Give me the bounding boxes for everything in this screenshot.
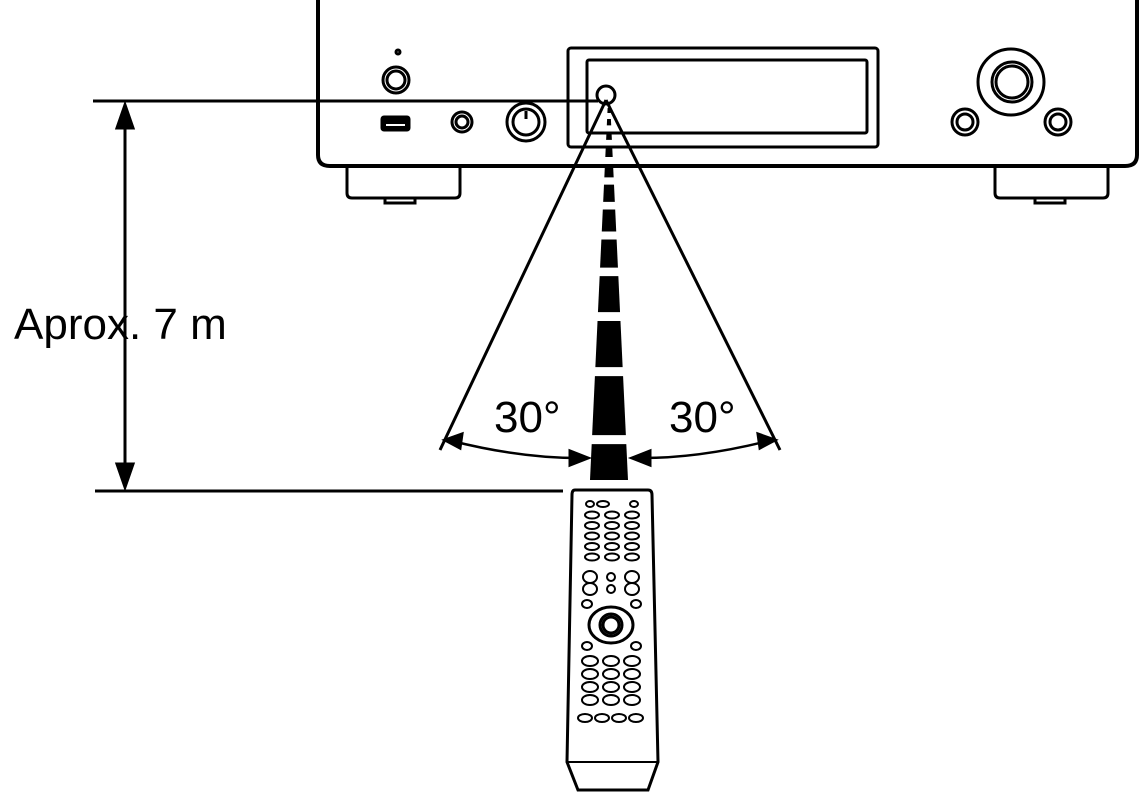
ir-beam-segment bbox=[592, 376, 626, 436]
cone-left-edge bbox=[438, 99, 608, 451]
usb-port bbox=[380, 115, 411, 132]
remote-button bbox=[623, 694, 641, 706]
remote-dpad bbox=[587, 605, 635, 645]
remote-button bbox=[584, 510, 600, 520]
remote-button bbox=[624, 510, 640, 520]
remote-button bbox=[624, 521, 640, 530]
remote-button bbox=[581, 599, 593, 609]
remote-button bbox=[624, 582, 640, 596]
remote-button bbox=[582, 582, 598, 596]
ir-beam-segment bbox=[601, 209, 617, 232]
distance-arrow bbox=[114, 100, 136, 492]
ir-beam-segment bbox=[606, 131, 612, 140]
remote-button bbox=[604, 510, 620, 520]
remote-button bbox=[604, 542, 620, 551]
distance-label: Aprox. 7 m bbox=[14, 300, 227, 349]
remote-button bbox=[596, 500, 610, 508]
volume-knob bbox=[505, 101, 547, 143]
right-foot bbox=[993, 166, 1110, 200]
remote-button bbox=[606, 584, 616, 594]
remote-button bbox=[604, 531, 620, 541]
ir-beam-segment bbox=[590, 444, 628, 480]
remote-button bbox=[602, 681, 620, 693]
cone-right-edge bbox=[604, 99, 782, 451]
remote-button bbox=[584, 521, 600, 530]
indicator-dot bbox=[394, 48, 402, 56]
ir-beam bbox=[590, 108, 628, 480]
remote-button bbox=[624, 552, 640, 562]
player-device bbox=[316, 0, 1139, 205]
remote-button bbox=[611, 713, 627, 723]
remote-button bbox=[604, 521, 620, 530]
remote-button bbox=[624, 542, 640, 551]
remote-button bbox=[602, 694, 620, 706]
display-bezel bbox=[566, 46, 880, 149]
remote-button bbox=[585, 500, 595, 508]
ir-beam-segment bbox=[600, 239, 618, 268]
remote-button bbox=[581, 668, 599, 680]
remote-button bbox=[630, 641, 642, 651]
remote-button bbox=[623, 655, 641, 667]
ir-beam-segment bbox=[605, 146, 613, 157]
ir-beam-segment bbox=[595, 321, 623, 368]
left-angle-label: 30° bbox=[494, 393, 561, 442]
ir-beam-segment bbox=[606, 119, 612, 126]
remote-button bbox=[581, 641, 593, 651]
display-screen bbox=[585, 58, 869, 135]
remote-button bbox=[584, 552, 600, 562]
remote-button bbox=[628, 713, 644, 723]
remote-button bbox=[624, 531, 640, 541]
power-button bbox=[381, 65, 411, 95]
left-foot bbox=[345, 166, 462, 200]
remote-button bbox=[623, 668, 641, 680]
remote-button bbox=[602, 655, 620, 667]
right-small-button bbox=[1043, 107, 1073, 137]
remote-button bbox=[594, 713, 610, 723]
remote-button bbox=[581, 681, 599, 693]
remote-button bbox=[630, 599, 642, 609]
remote-button bbox=[581, 655, 599, 667]
right-angle-label: 30° bbox=[669, 393, 736, 442]
remote-button bbox=[606, 572, 616, 582]
remote-button bbox=[581, 694, 599, 706]
remote-button bbox=[577, 713, 593, 723]
ir-beam-segment bbox=[604, 163, 614, 178]
ir-beam-segment bbox=[597, 276, 621, 313]
left-angle-arc bbox=[441, 431, 593, 468]
remote-control bbox=[565, 488, 660, 792]
headphone-jack bbox=[450, 110, 474, 134]
ir-beam-segment bbox=[607, 108, 611, 113]
left-small-button bbox=[950, 107, 980, 137]
remote-button bbox=[604, 552, 620, 562]
remote-button bbox=[602, 668, 620, 680]
main-knob bbox=[976, 47, 1046, 117]
remote-sensor bbox=[595, 84, 617, 106]
right-angle-arc bbox=[627, 431, 779, 468]
ir-beam-segment bbox=[603, 184, 615, 202]
remote-button bbox=[584, 531, 600, 541]
remote-button bbox=[623, 681, 641, 693]
remote-button bbox=[629, 500, 639, 508]
remote-button bbox=[584, 542, 600, 551]
